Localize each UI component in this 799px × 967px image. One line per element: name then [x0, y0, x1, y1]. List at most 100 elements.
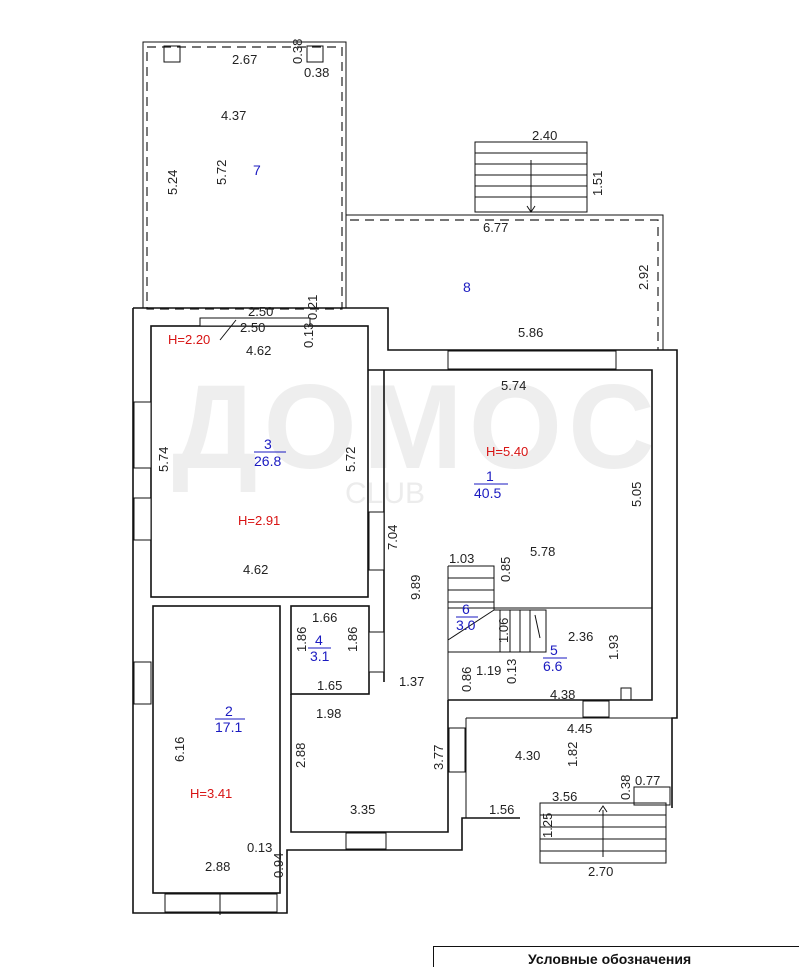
window-bottom: [164, 893, 278, 913]
room-2-number: 2: [225, 703, 233, 719]
dim: 1.86: [345, 627, 360, 652]
boiler-icon: [620, 687, 632, 701]
dim: 5.72: [343, 447, 358, 472]
dim: 3.35: [350, 802, 375, 817]
dim: 0.38: [618, 775, 633, 800]
room-5-area: 6.6: [543, 658, 563, 674]
room-2-area: 17.1: [215, 719, 242, 735]
room-1-number: 1: [486, 468, 494, 484]
dim: 3.77: [431, 745, 446, 770]
dim: 1.51: [590, 171, 605, 196]
legend-box: [433, 946, 799, 967]
stair-internal: [447, 565, 547, 653]
dim: 0.13: [504, 659, 519, 684]
dim: 7.04: [385, 525, 400, 550]
room-8-number: 8: [463, 279, 471, 295]
porch-step: [633, 786, 671, 806]
dim: 2.40: [532, 128, 557, 143]
dim: 1.56: [489, 802, 514, 817]
dim: 9.89: [408, 575, 423, 600]
dim: 2.67: [232, 52, 257, 67]
dim: 6.77: [483, 220, 508, 235]
dim: 2.36: [568, 629, 593, 644]
dim: 4.62: [243, 562, 268, 577]
window-left-1: [133, 401, 152, 469]
dim: 2.88: [205, 859, 230, 874]
room-4-number: 4: [315, 632, 323, 648]
room-6-number: 6: [462, 601, 470, 617]
room-5-number: 5: [550, 642, 558, 658]
terrace-8-outline: [346, 214, 664, 350]
dim: 1.03: [449, 551, 474, 566]
dim: 5.86: [518, 325, 543, 340]
room-3-area: 26.8: [254, 453, 281, 469]
window-hall-bottom: [345, 832, 387, 850]
dim: 1.82: [565, 742, 580, 767]
terrace-8: [346, 214, 664, 350]
dim: 5.74: [501, 378, 526, 393]
column-left: [163, 45, 181, 63]
dim: 1.37: [399, 674, 424, 689]
dimensions: 2.67 0.38 0.38 4.37 5.24 5.72 2.40 1.51 …: [156, 39, 660, 879]
opening-room-4: [368, 631, 385, 673]
window-left-2: [133, 497, 152, 541]
room-6-area: 3.0: [456, 617, 476, 633]
dim: 2.50: [240, 320, 265, 335]
dim: 1.06: [496, 618, 511, 643]
stair-top: [474, 141, 588, 213]
stair-bottom: [539, 687, 671, 864]
dim: 1.65: [317, 678, 342, 693]
dim: 3.56: [552, 789, 577, 804]
room-5-outline: [447, 607, 653, 701]
window-top: [199, 317, 311, 327]
dim: 0.85: [498, 557, 513, 582]
watermark: ДОМОС CLUB: [172, 360, 661, 510]
dim: 5.05: [629, 482, 644, 507]
dim: 0.86: [459, 667, 474, 692]
dim: 0.38: [290, 39, 305, 64]
room-3-height: H=2.91: [238, 513, 280, 528]
door-porch: [448, 727, 466, 773]
dim: 0.77: [635, 773, 660, 788]
window-left-3: [133, 661, 152, 705]
dim: 5.74: [156, 447, 171, 472]
dim: 4.45: [567, 721, 592, 736]
room-2-walls: [152, 605, 281, 894]
building-walls: [132, 307, 678, 914]
dim: 1.25: [540, 813, 555, 838]
dim: 6.16: [172, 737, 187, 762]
dim: 5.72: [214, 160, 229, 185]
hall-walls: [290, 694, 449, 833]
column-right: [306, 45, 324, 63]
dim: 0.13: [301, 323, 316, 348]
stair-bottom-outline: [539, 802, 667, 864]
floor-plan: ДОМОС CLUB: [132, 39, 678, 915]
dim: 4.62: [246, 343, 271, 358]
dim: 1.66: [312, 610, 337, 625]
dim: 5.78: [530, 544, 555, 559]
dim: 0.13: [247, 840, 272, 855]
dim: 1.98: [316, 706, 341, 721]
stair-internal-outline: [447, 565, 547, 653]
dim: 0.38: [304, 65, 329, 80]
dim: 1.86: [294, 627, 309, 652]
room-4-area: 3.1: [310, 648, 330, 664]
dim: 5.24: [165, 170, 180, 195]
dim: 2.88: [293, 743, 308, 768]
room-1-height: H=5.40: [486, 444, 528, 459]
dim: 4.37: [221, 108, 246, 123]
room-3-number: 3: [264, 436, 272, 452]
openings: [133, 317, 617, 915]
room-7-number: 7: [253, 162, 261, 178]
dim: 1.93: [606, 635, 621, 660]
dim: 2.70: [588, 864, 613, 879]
dim: 1.19: [476, 663, 501, 678]
dim: 4.38: [550, 687, 575, 702]
dim: 2.92: [636, 265, 651, 290]
window-room-1-top: [447, 350, 617, 370]
legend-title: Условные обозначения: [528, 951, 692, 967]
room-1-area: 40.5: [474, 485, 501, 501]
height-2-20: H=2.20: [168, 332, 210, 347]
watermark-main: ДОМОС: [172, 360, 661, 494]
dim: 4.30: [515, 748, 540, 763]
